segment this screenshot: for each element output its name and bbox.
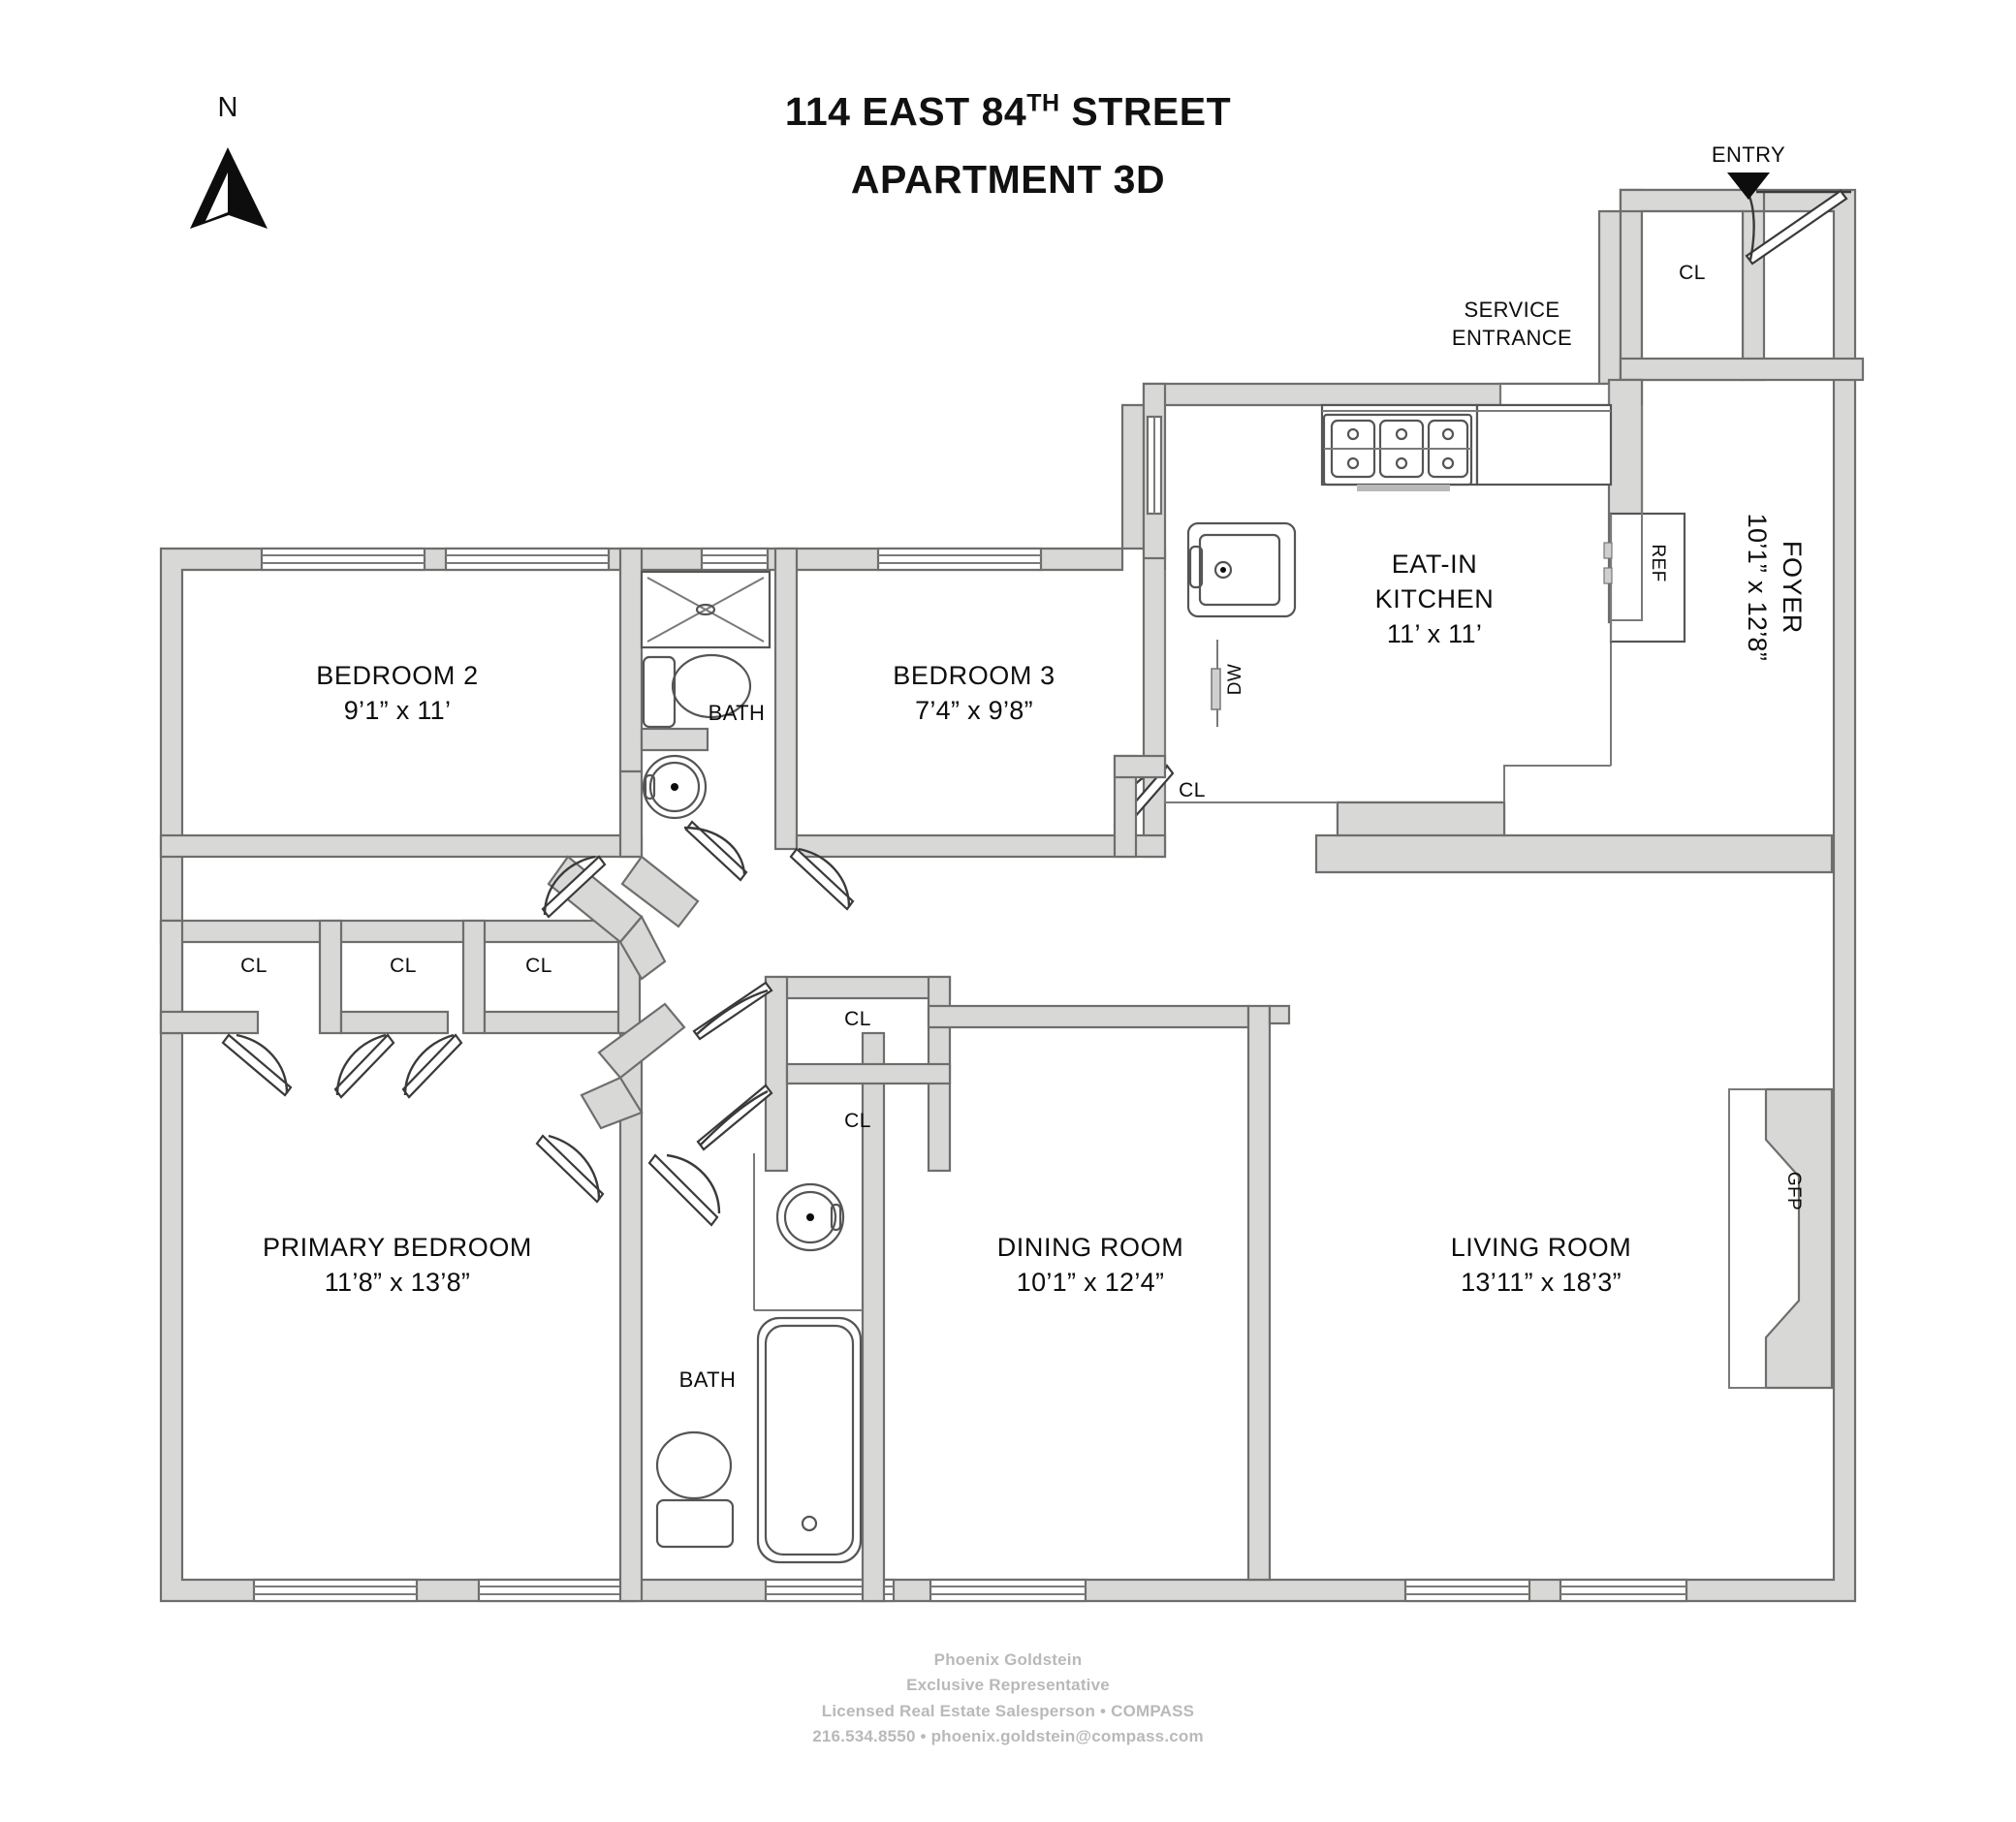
page-title-street: 114 EAST 84TH STREET bbox=[784, 89, 1232, 134]
room-label-living-room: LIVING ROOM 13’11” x 18’3” bbox=[1450, 1233, 1632, 1297]
room-label-foyer: FOYER 10’1” x 12’8” bbox=[1743, 513, 1807, 662]
entry-label: ENTRY bbox=[1711, 142, 1786, 167]
closet-label-hall-3: CL bbox=[525, 955, 552, 977]
agent-license: Licensed Real Estate Salesperson • COMPA… bbox=[821, 1701, 1195, 1720]
room-label-bath-lower: BATH bbox=[678, 1367, 737, 1392]
fireplace-gfp bbox=[1728, 1087, 1834, 1390]
bath-lower-door bbox=[647, 1153, 721, 1227]
closet-label-hall-1: CL bbox=[240, 955, 268, 977]
page-title-apartment: APARTMENT 3D bbox=[850, 157, 1166, 202]
agent-name: Phoenix Goldstein bbox=[933, 1650, 1083, 1669]
service-entrance-label: SERVICE ENTRANCE bbox=[1451, 298, 1573, 350]
room-label-eat-in-kitchen: EAT-IN KITCHEN 11’ x 11’ bbox=[1374, 550, 1495, 648]
bath-upper-fixtures bbox=[640, 570, 772, 820]
dishwasher-label: DW bbox=[1225, 663, 1245, 696]
closet-label-bedroom-3: CL bbox=[1179, 779, 1206, 801]
sink-icon-kitchen bbox=[1186, 521, 1297, 618]
agent-footer: Phoenix Goldstein Exclusive Representati… bbox=[523, 1648, 1493, 1749]
room-label-bath-upper: BATH bbox=[708, 701, 766, 725]
entry-marker-icon bbox=[1727, 173, 1770, 200]
closet-label-dining-2: CL bbox=[844, 1110, 871, 1132]
north-label: N bbox=[217, 92, 238, 123]
bath-upper-door bbox=[683, 820, 748, 882]
window-band-top bbox=[260, 547, 1043, 572]
range-icon bbox=[1322, 413, 1473, 491]
room-label-primary-bedroom: PRIMARY BEDROOM 11’8” x 13’8” bbox=[262, 1233, 533, 1297]
closet-label-dining-1: CL bbox=[844, 1008, 871, 1030]
room-label-bedroom-3: BEDROOM 3 7’4” x 9’8” bbox=[893, 661, 1055, 725]
bath-lower-fixtures bbox=[655, 1153, 863, 1564]
dishwasher-icon bbox=[1211, 640, 1221, 727]
refrigerator-icon bbox=[1603, 512, 1686, 644]
refrigerator-label: REF bbox=[1648, 544, 1668, 582]
fireplace-label: GFP bbox=[1783, 1171, 1804, 1211]
agent-role: Exclusive Representative bbox=[906, 1676, 1110, 1695]
north-arrow-icon bbox=[190, 147, 268, 229]
closet-label-foyer: CL bbox=[1679, 262, 1706, 284]
room-label-dining-room: DINING ROOM 10’1” x 12’4” bbox=[996, 1233, 1184, 1297]
entry-door bbox=[1745, 189, 1851, 266]
closet-label-hall-2: CL bbox=[390, 955, 417, 977]
agent-contact: 216.534.8550 • phoenix.goldstein@compass… bbox=[812, 1727, 1204, 1746]
closet-door-swings bbox=[221, 764, 1175, 1204]
room-label-bedroom-2: BEDROOM 2 9’1” x 11’ bbox=[316, 661, 479, 725]
